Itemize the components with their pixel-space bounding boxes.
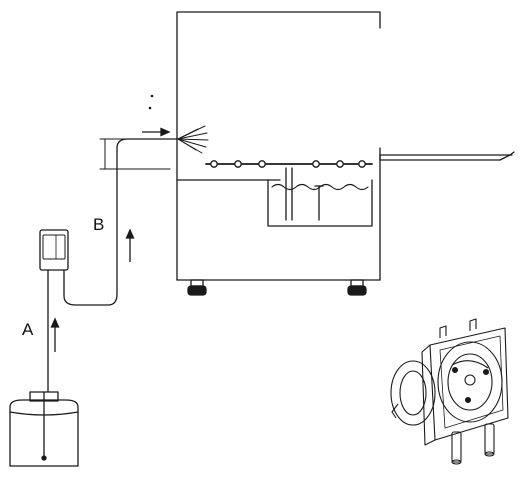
cabinet-foot-right bbox=[350, 279, 364, 287]
height-bracket bbox=[99, 138, 171, 170]
wash-tank bbox=[176, 167, 373, 227]
flow-arrow-icon-top bbox=[142, 127, 171, 137]
label-line-b: B bbox=[93, 215, 105, 234]
spray-nozzle-icon bbox=[148, 94, 209, 154]
spray-bar bbox=[205, 160, 373, 168]
conveyor-rail bbox=[379, 151, 515, 161]
cabinet-foot-left bbox=[190, 279, 204, 287]
machine-cabinet bbox=[176, 11, 381, 296]
flow-arrow-icon-b bbox=[125, 228, 135, 262]
liquid-container-icon bbox=[9, 391, 79, 467]
tube-line-b bbox=[63, 138, 179, 306]
pump-box bbox=[39, 229, 69, 271]
peristaltic-pump-icon bbox=[390, 318, 509, 465]
label-line-a: A bbox=[22, 320, 34, 339]
flow-arrow-icon-a bbox=[50, 317, 60, 352]
